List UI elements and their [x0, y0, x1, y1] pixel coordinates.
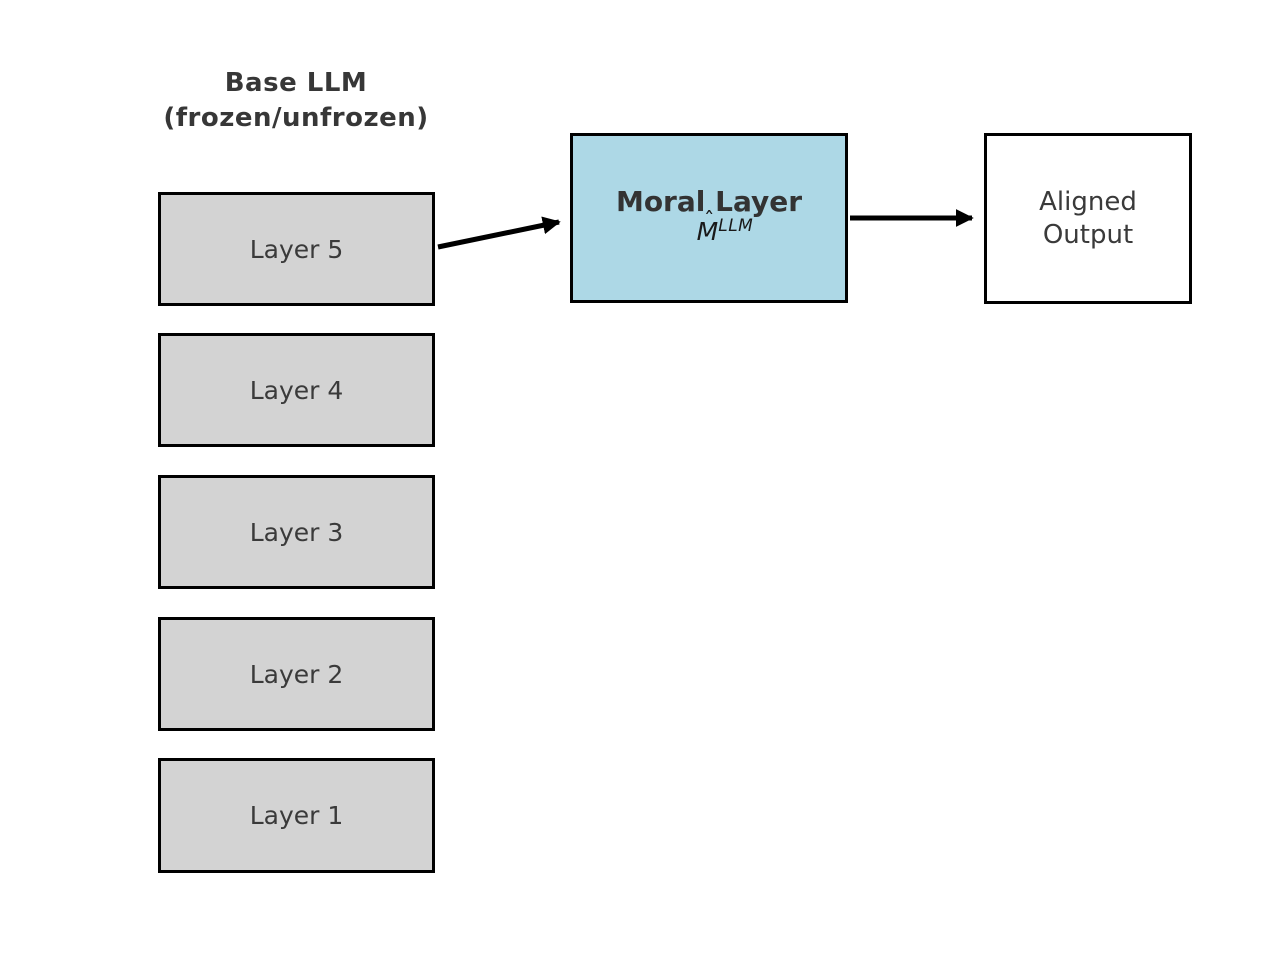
base-llm-title-line1: Base LLM: [224, 68, 368, 98]
layer-4-box: Layer 4: [158, 333, 435, 447]
base-llm-title-line2: (frozen/unfrozen): [163, 103, 429, 133]
layer-5-box: Layer 5: [158, 192, 435, 306]
layer-2-label: Layer 2: [249, 659, 344, 689]
moral-layer-formula: M ˆ LLM: [696, 208, 754, 250]
layer-4-label: Layer 4: [249, 375, 344, 405]
base-llm-title: Base LLM (frozen/unfrozen): [76, 66, 516, 136]
layer-1-box: Layer 1: [158, 758, 435, 873]
moral-layer-title: Moral Layer: [615, 185, 803, 218]
aligned-output-line1: Aligned: [1039, 186, 1137, 217]
layer-3-box: Layer 3: [158, 475, 435, 589]
moral-layer-box: Moral Layer M ˆ LLM: [570, 133, 848, 303]
aligned-output-box: Aligned Output: [984, 133, 1192, 304]
arrow-layer5-to-moral: [437, 216, 561, 250]
formula-superscript: LLM: [718, 215, 754, 236]
aligned-output-line2: Output: [1042, 219, 1134, 250]
layer-1-label: Layer 1: [249, 801, 344, 830]
formula-m-hat: M ˆ: [696, 208, 719, 247]
formula-m: M: [696, 217, 719, 246]
layer-3-label: Layer 3: [249, 517, 344, 547]
layer-5-label: Layer 5: [249, 234, 344, 264]
hat-accent: ˆ: [703, 208, 715, 234]
layer-2-box: Layer 2: [158, 617, 435, 731]
